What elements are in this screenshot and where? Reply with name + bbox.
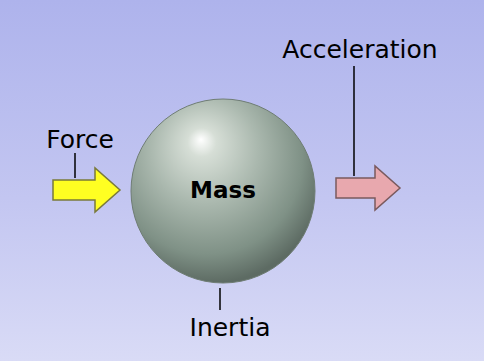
term-label: Acceleration bbox=[282, 36, 437, 64]
term-label: Inertia bbox=[190, 314, 271, 342]
acceleration-arrow bbox=[336, 166, 400, 210]
leader-line bbox=[219, 288, 221, 310]
node-label: Mass bbox=[190, 178, 256, 203]
force-arrow bbox=[53, 168, 120, 212]
mass-node: Mass bbox=[130, 98, 316, 284]
leader-line bbox=[353, 66, 355, 176]
leader-line bbox=[74, 153, 76, 178]
term-label: Force bbox=[46, 126, 114, 154]
